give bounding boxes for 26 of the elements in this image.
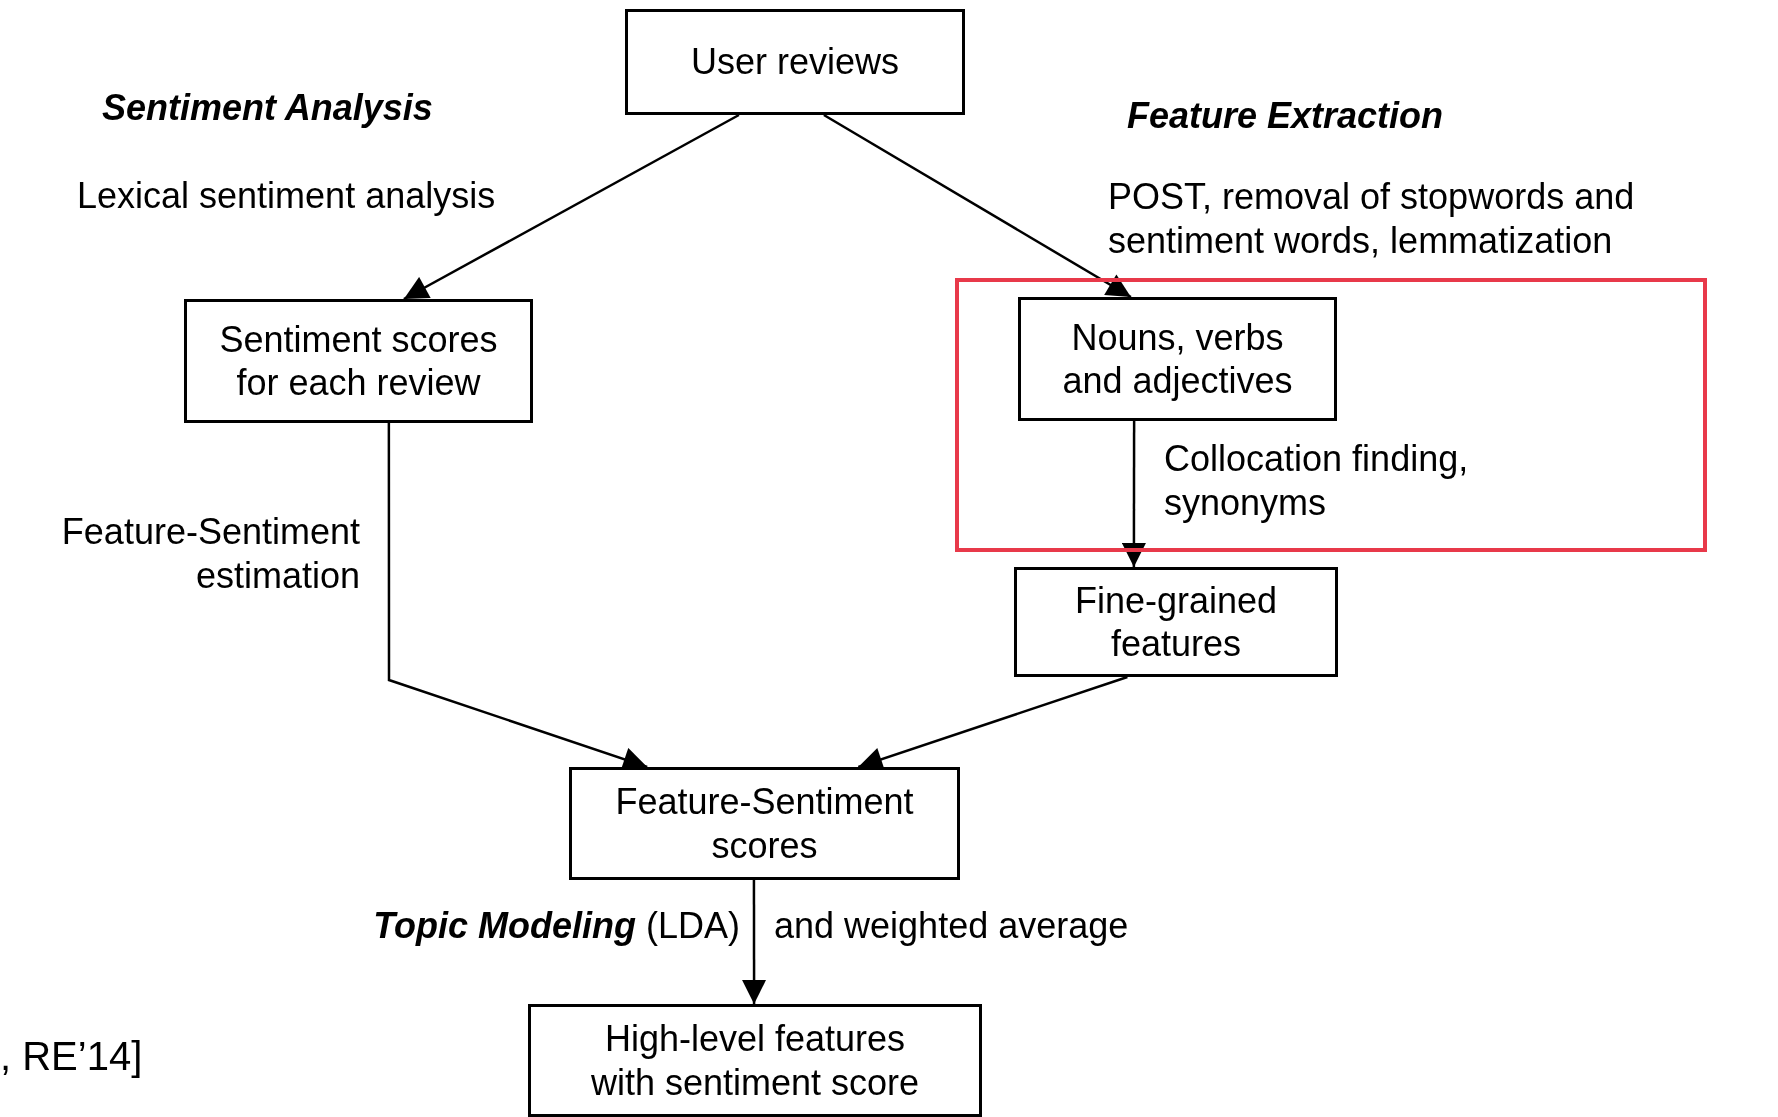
process-box xyxy=(1018,297,1337,421)
arrow xyxy=(403,113,740,301)
citation-text: , RE’14] xyxy=(0,1033,144,1080)
process-box xyxy=(625,9,965,115)
edge-label: Feature-Sentiment estimation xyxy=(60,510,360,598)
edge-label: Topic Modeling (LDA) xyxy=(372,904,740,948)
process-box xyxy=(569,767,960,880)
node-label: Feature-Sentiment scores xyxy=(614,780,915,867)
node-label: Sentiment scores for each review xyxy=(218,317,499,405)
arrow xyxy=(823,113,1132,299)
node-label: Nouns, verbs and adjectives xyxy=(1061,315,1294,403)
edge-label: POST, removal of stopwords and sentiment words, lemmatization xyxy=(1108,175,1636,263)
edge-note: and weighted average xyxy=(774,904,1130,948)
highlight-frame xyxy=(955,278,1707,552)
node-label: High-level features with sentiment score xyxy=(589,1017,921,1104)
section-heading: Feature Extraction xyxy=(1127,94,1445,138)
edge-label: Lexical sentiment analysis xyxy=(77,174,497,218)
process-box xyxy=(184,299,533,423)
node-label: User reviews xyxy=(690,40,899,84)
edge-label: Collocation finding, synonyms xyxy=(1164,437,1470,525)
node-label: Fine-grained features xyxy=(1073,578,1279,666)
section-heading: Sentiment Analysis xyxy=(102,86,434,130)
process-box xyxy=(1014,567,1338,677)
arrow xyxy=(742,880,767,1004)
arrow xyxy=(1121,421,1146,567)
process-box xyxy=(528,1004,982,1117)
